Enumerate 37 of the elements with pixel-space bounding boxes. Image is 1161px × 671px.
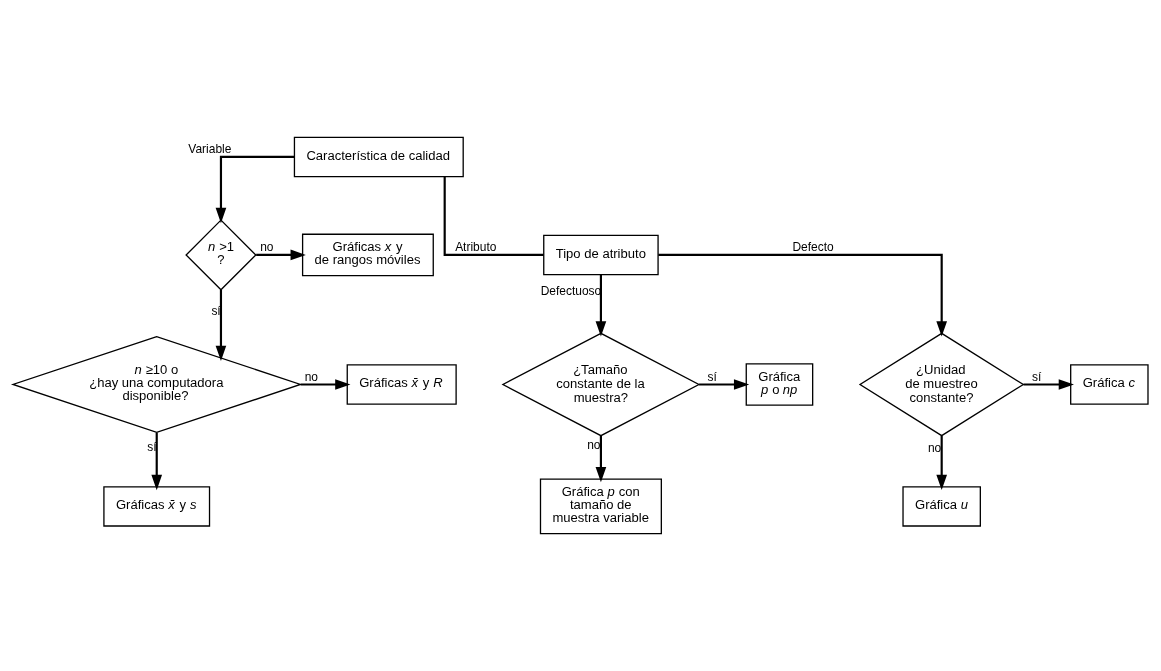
arrow: [151, 432, 163, 491]
arrow: [215, 155, 295, 224]
edge-label: no: [587, 437, 601, 452]
edge-label: sí: [211, 303, 221, 318]
node-diamond: ¿Tamaño constante de la muestra?: [501, 332, 701, 437]
edge-label: no: [260, 240, 274, 255]
node-box: Gráficas x y de rangos móviles: [301, 233, 434, 277]
edge-label: no: [304, 370, 319, 385]
edge-label: sí: [147, 439, 157, 454]
arrow: [215, 290, 227, 361]
node-box: Gráfica c: [1070, 364, 1149, 405]
edge-label: no: [927, 441, 942, 456]
node-box: Gráfica u: [902, 486, 981, 527]
node-box: Gráfica p con tamaño de muestra variable: [539, 478, 662, 535]
node-box: Gráfica p o np: [745, 363, 814, 406]
arrow: [699, 379, 750, 390]
node-diamond: n >1 ?: [185, 219, 257, 291]
edge-label: Defectuoso: [540, 284, 602, 298]
arrow: [658, 253, 948, 337]
node-box: Gráficas x̄ y s: [103, 486, 211, 527]
connector: [443, 176, 544, 257]
edge-label: Defecto: [792, 240, 834, 255]
node-box: Característica de calidad: [293, 136, 464, 178]
arrow: [1023, 379, 1074, 390]
arrow: [936, 435, 948, 490]
edge-label: sí: [707, 370, 717, 385]
edge-label: sí: [1032, 370, 1042, 385]
arrow: [595, 274, 607, 337]
node-diamond: ¿Unidad de muestreo constante?: [858, 332, 1025, 437]
edge-label: Variable: [188, 142, 232, 157]
arrow: [256, 249, 306, 261]
node-diamond: n ≥10 o ¿hay una computadora disponible?: [10, 335, 303, 434]
arrow: [300, 379, 351, 390]
edge-label: Atributo: [455, 240, 497, 255]
arrow: [595, 435, 607, 483]
node-box: Tipo de atributo: [543, 234, 659, 276]
node-box: Gráficas x̄ y R: [346, 364, 457, 405]
